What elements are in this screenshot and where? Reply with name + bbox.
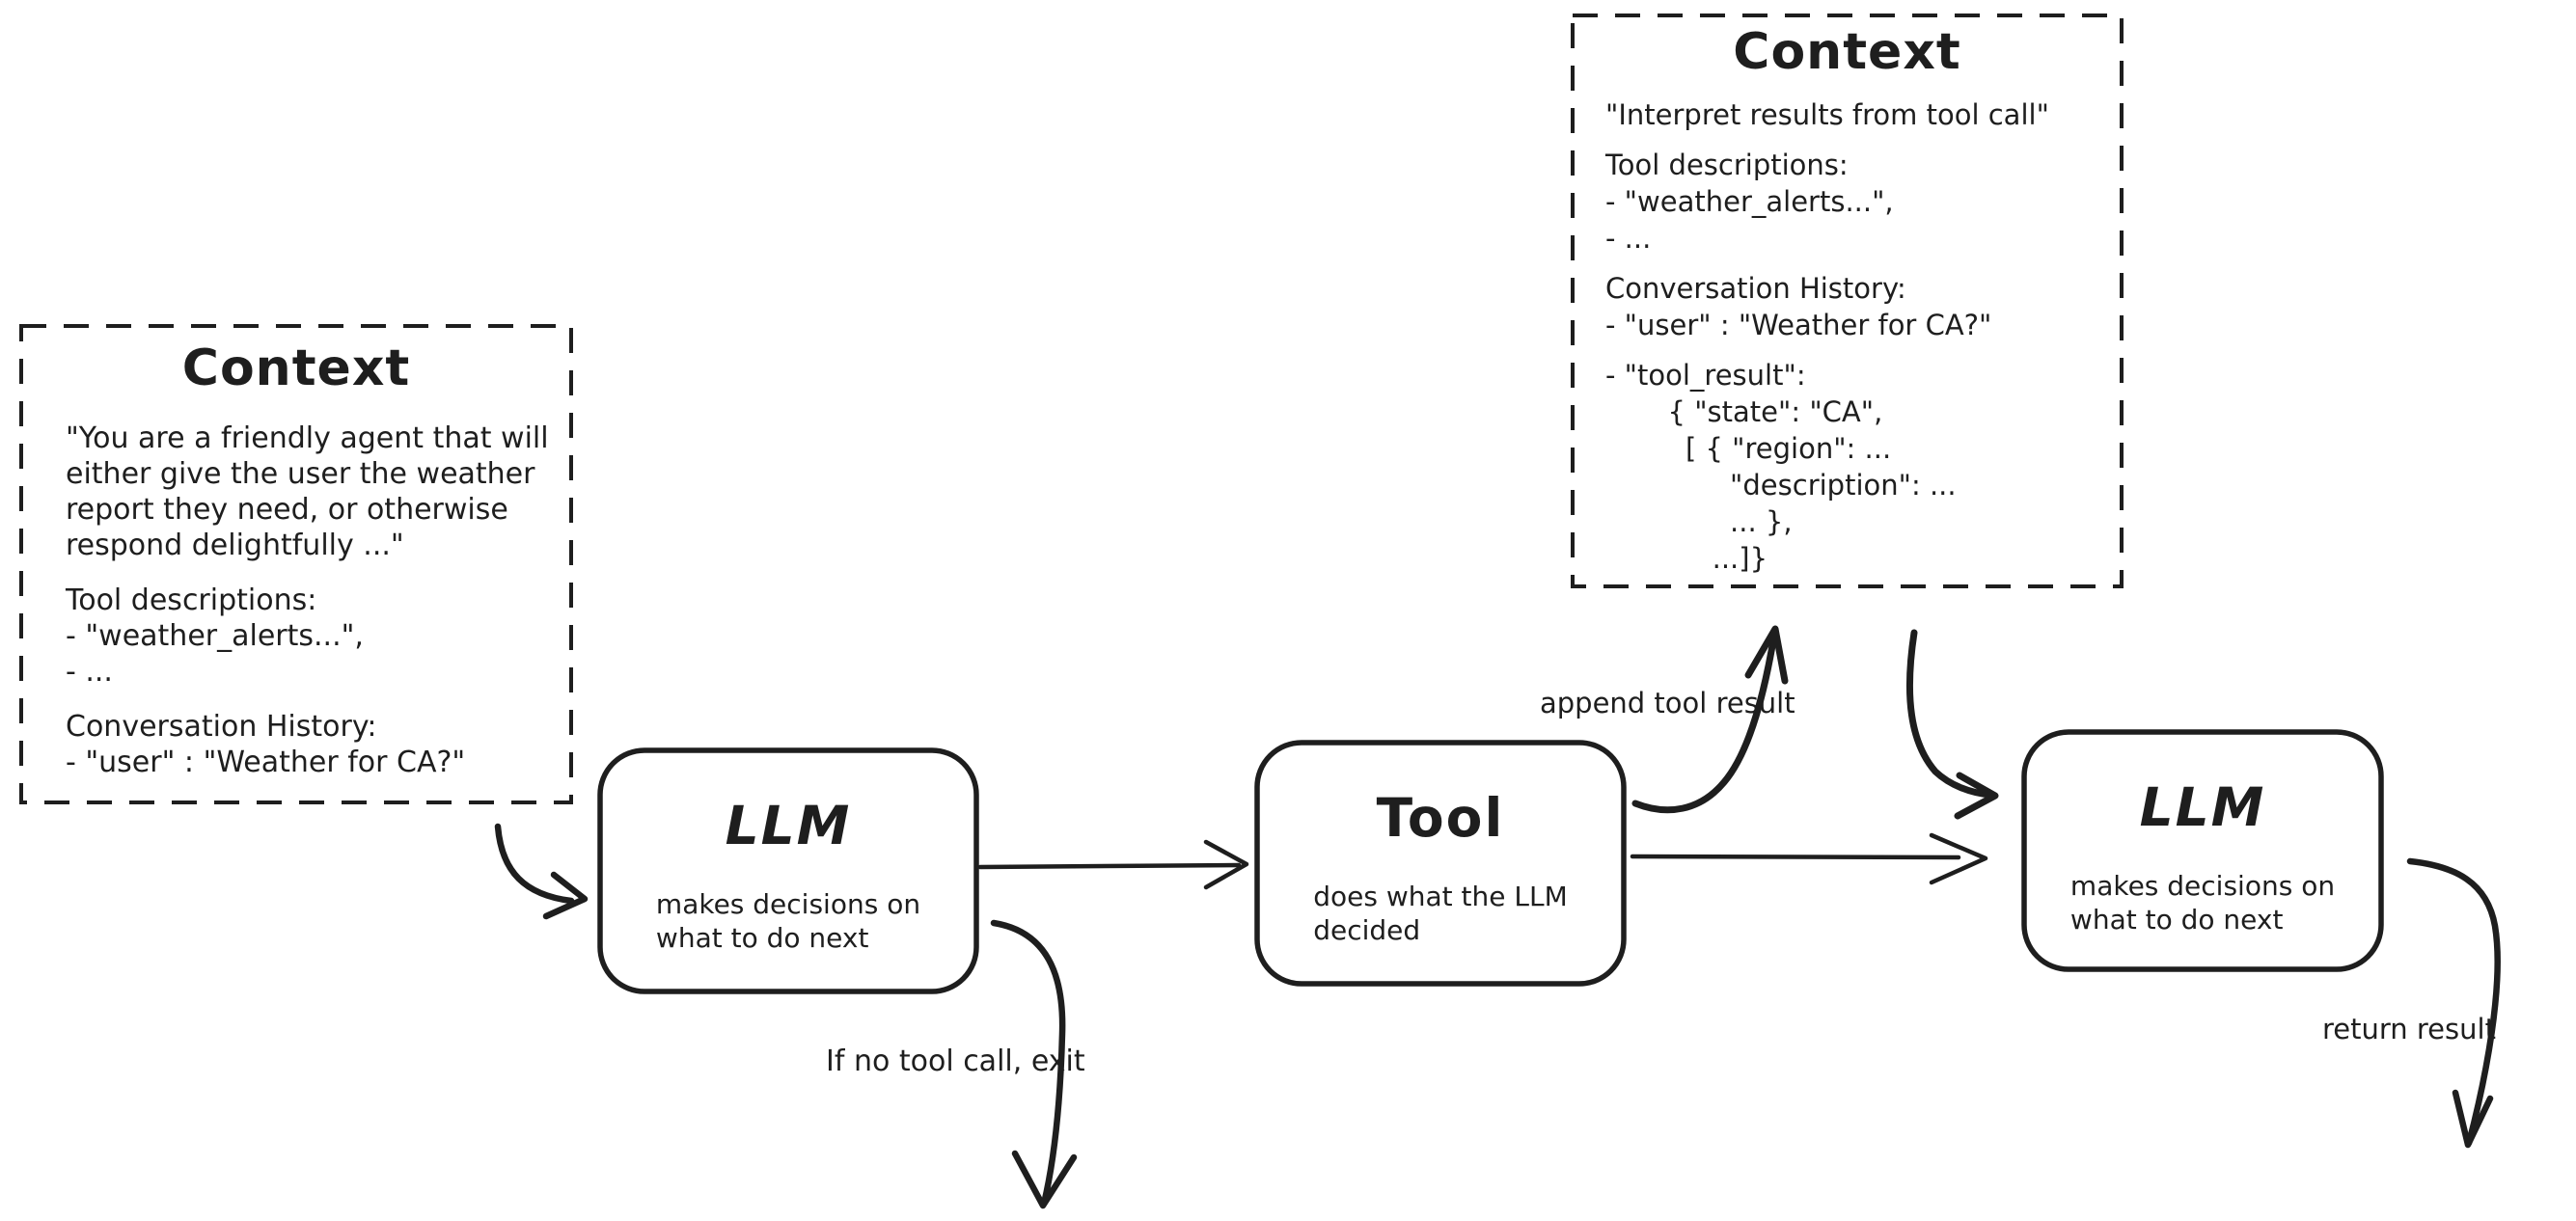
edge-label-append-tool-result: append tool result <box>1540 687 1795 719</box>
node-llm-first-description: makes decisions on what to do next <box>656 887 920 955</box>
arrow-llm-to-tool <box>977 839 1249 890</box>
context-box-tool-result: Context "Interpret results from tool cal… <box>1573 15 2122 586</box>
node-llm-second: LLM makes decisions on what to do next <box>2024 732 2381 969</box>
arrow-tool-to-context-append <box>1631 625 1789 814</box>
node-description-line: what to do next <box>2069 904 2284 936</box>
context-line: ... }, <box>1605 505 1793 538</box>
context-line: - "weather_alerts...", <box>1605 185 1894 218</box>
context-initial-title: Context <box>181 339 411 397</box>
tool-descriptions-paragraph: Tool descriptions: - "weather_alerts..."… <box>66 583 548 690</box>
context-line: - "user" : "Weather for CA?" <box>66 746 466 779</box>
system-prompt-paragraph: "You are a friendly agent that will eith… <box>66 421 549 563</box>
context-line: ...]} <box>1605 542 1768 575</box>
context-line: - "tool_result": <box>1605 359 1806 392</box>
node-llm-first-title: LLM <box>725 795 852 856</box>
node-tool-border <box>1254 740 1627 987</box>
node-description-line: makes decisions on <box>2069 870 2336 902</box>
node-tool-title: Tool <box>1376 787 1505 849</box>
context-initial-border <box>19 324 573 804</box>
node-tool: Tool does what the LLM decided <box>1257 743 1624 984</box>
node-llm-second-border <box>2021 729 2384 972</box>
context-line: "Interpret results from tool call" <box>1605 98 2049 131</box>
node-llm-second-description: makes decisions on what to do next <box>2070 869 2335 936</box>
edge-label-return-result: return result <box>2322 1013 2496 1045</box>
node-tool-description: does what the LLM decided <box>1313 880 1568 947</box>
context-line: { "state": "CA", <box>1605 395 1883 428</box>
context-line: Conversation History: <box>1605 272 1906 305</box>
node-llm-first-border <box>597 747 979 994</box>
context-line: respond delightfully ..." <box>66 529 404 562</box>
arrow-context-to-llm-second <box>1905 629 1999 820</box>
arrow-llm-second-return <box>2406 857 2501 1149</box>
node-llm-second-title: LLM <box>2139 776 2266 838</box>
context-initial-body: "You are a friendly agent that will eith… <box>66 421 549 780</box>
context-line: Tool descriptions: <box>66 583 317 617</box>
node-llm-first: LLM makes decisions on what to do next <box>600 750 976 991</box>
context-line: Conversation History: <box>66 710 377 744</box>
conversation-history-paragraph: Conversation History: - "user" : "Weathe… <box>66 709 548 780</box>
context-tool-result-title: Context <box>1733 23 1961 81</box>
arrow-context-initial-to-llm <box>494 823 589 920</box>
node-description-line: does what the LLM <box>1313 881 1568 912</box>
node-description-line: what to do next <box>655 922 869 954</box>
node-description-line: decided <box>1313 914 1421 946</box>
interpret-paragraph: "Interpret results from tool call" <box>1605 96 2098 133</box>
context-line: report they need, or otherwise <box>66 493 508 527</box>
context-tool-result-border <box>1571 14 2124 588</box>
context-line: "description": ... <box>1605 469 1957 502</box>
context-line: - ... <box>66 655 113 689</box>
context-line: either give the user the weather <box>66 457 535 491</box>
tool-descriptions-paragraph: Tool descriptions: - "weather_alerts..."… <box>1605 147 2098 257</box>
edge-label-no-tool-call-exit: If no tool call, exit <box>826 1045 1085 1078</box>
context-line: - "weather_alerts...", <box>66 619 364 653</box>
context-box-initial: Context "You are a friendly agent that w… <box>21 326 571 802</box>
tool-result-paragraph: - "tool_result": { "state": "CA", [ { "r… <box>1605 357 2098 577</box>
context-line: Tool descriptions: <box>1605 149 1849 181</box>
conversation-history-paragraph: Conversation History: - "user" : "Weathe… <box>1605 270 2098 343</box>
context-line: - "user" : "Weather for CA?" <box>1605 309 1992 341</box>
context-line: [ { "region": ... <box>1605 432 1892 465</box>
arrow-llm-exit <box>990 919 1078 1209</box>
context-tool-result-body: "Interpret results from tool call" Tool … <box>1605 96 2098 577</box>
context-line: - ... <box>1605 222 1652 255</box>
context-line: "You are a friendly agent that will <box>66 421 549 455</box>
arrow-tool-to-llm-second <box>1630 832 1988 885</box>
node-description-line: makes decisions on <box>655 888 921 920</box>
